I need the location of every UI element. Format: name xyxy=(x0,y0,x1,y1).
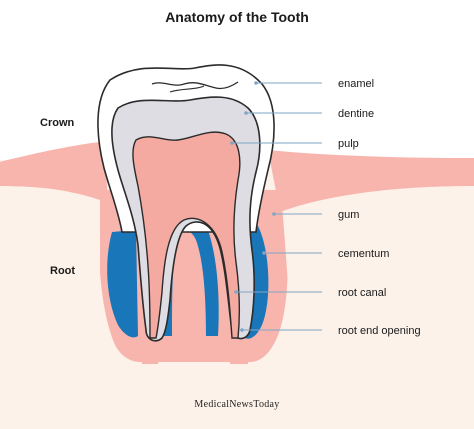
root-tip-left-thread xyxy=(140,340,160,364)
leader-lines xyxy=(230,81,322,332)
label-root-canal: root canal xyxy=(338,287,386,299)
label-gum: gum xyxy=(338,209,359,221)
label-enamel: enamel xyxy=(338,78,374,90)
gum-crest-right xyxy=(268,150,474,212)
crown-occlusal-line-2 xyxy=(169,85,205,93)
root-tip-right-thread xyxy=(228,340,250,364)
crown-label: Crown xyxy=(40,117,75,129)
root-label: Root xyxy=(50,265,75,277)
bone-lower xyxy=(0,186,100,360)
leader-dentine-dot xyxy=(244,111,248,115)
label-root-end-opening: root end opening xyxy=(338,325,421,337)
leader-root-end-opening-dot xyxy=(240,328,244,332)
leader-enamel-dot xyxy=(254,81,258,85)
brand-logo: MedicalNewsToday xyxy=(194,399,279,410)
leader-root-canal-dot xyxy=(234,290,238,294)
leader-gum-dot xyxy=(272,212,276,216)
label-dentine: dentine xyxy=(338,108,374,120)
label-cementum: cementum xyxy=(338,248,389,260)
diagram-title: Anatomy of the Tooth xyxy=(165,9,309,25)
label-pulp: pulp xyxy=(338,138,359,150)
cementum-left-outer xyxy=(107,230,138,338)
gum-crest-left xyxy=(0,142,108,200)
crown-occlusal-line xyxy=(151,81,239,90)
leader-pulp-dot xyxy=(230,141,234,145)
tooth-pulp xyxy=(132,131,241,339)
bone-lower-right xyxy=(282,186,474,360)
leader-cementum-dot xyxy=(262,251,266,255)
